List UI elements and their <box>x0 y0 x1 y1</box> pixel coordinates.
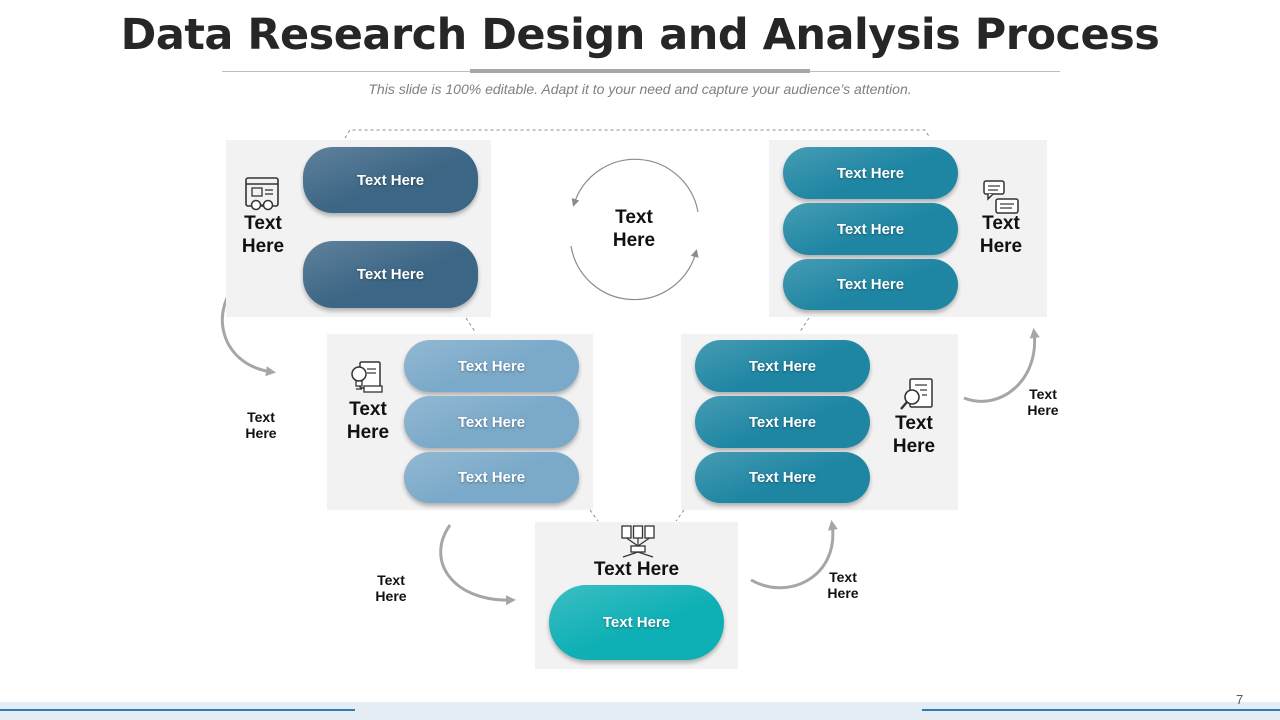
footer-accent-right <box>922 709 1280 711</box>
side-label-line1: Text <box>377 572 405 588</box>
side-label-line2: Here <box>375 588 407 604</box>
step-pill[interactable]: Text Here <box>695 452 870 503</box>
title-divider-accent <box>470 69 810 73</box>
panel-bottom-label: Text Here <box>593 559 680 580</box>
panel-mid-right-label-line1: Text <box>895 413 933 434</box>
panel-top-left-label-line1: Text <box>244 213 282 234</box>
step-pill[interactable]: Text Here <box>404 396 579 448</box>
footer-accent-left <box>0 709 355 711</box>
step-pill[interactable]: Text Here <box>783 147 958 199</box>
panel-mid-left-label-line2: Here <box>346 422 390 443</box>
side-label-left-lower: Text Here <box>362 572 420 604</box>
panel-mid-left-label-line1: Text <box>349 399 387 420</box>
panel-top-right-label-line2: Here <box>979 236 1023 257</box>
step-pill[interactable]: Text Here <box>695 396 870 448</box>
web-analytics-icon <box>245 177 279 211</box>
panel-top-right-label-line1: Text <box>982 213 1020 234</box>
side-label-line1: Text <box>1029 386 1057 402</box>
side-label-line1: Text <box>829 569 857 585</box>
panel-top-right-label: Text Here <box>970 212 1032 258</box>
side-label-left-upper: Text Here <box>232 409 290 441</box>
center-cycle-label: Text Here <box>594 206 674 252</box>
step-pill[interactable]: Text Here <box>303 147 478 213</box>
panel-mid-right-label: Text Here <box>882 412 946 458</box>
step-pill[interactable]: Text Here <box>549 585 724 660</box>
step-pill[interactable]: Text Here <box>695 340 870 392</box>
side-label-right-lower: Text Here <box>814 569 872 601</box>
slide-subtitle: This slide is 100% editable. Adapt it to… <box>368 81 912 97</box>
page-number: 7 <box>1236 692 1244 707</box>
footer-band <box>0 702 1280 720</box>
panel-mid-right-label-line2: Here <box>892 436 936 457</box>
side-label-line1: Text <box>247 409 275 425</box>
panel-top-left-label-line2: Here <box>241 236 285 257</box>
step-pill[interactable]: Text Here <box>783 259 958 310</box>
step-pill[interactable]: Text Here <box>404 452 579 503</box>
center-label-line2: Here <box>612 230 656 251</box>
panel-mid-left-label: Text Here <box>336 398 400 444</box>
side-label-line2: Here <box>827 585 859 601</box>
chat-bubbles-icon <box>983 180 1019 214</box>
side-label-line2: Here <box>1027 402 1059 418</box>
step-pill[interactable]: Text Here <box>303 241 478 308</box>
slide-title: Data Research Design and Analysis Proces… <box>120 10 1160 60</box>
data-network-icon <box>621 525 655 558</box>
idea-document-icon <box>351 361 383 393</box>
center-label-line1: Text <box>615 207 653 228</box>
step-pill[interactable]: Text Here <box>783 203 958 255</box>
side-label-line2: Here <box>245 425 277 441</box>
side-label-right-upper: Text Here <box>1014 386 1072 418</box>
document-search-icon <box>900 378 933 410</box>
step-pill[interactable]: Text Here <box>404 340 579 392</box>
panel-top-left-label: Text Here <box>232 212 294 258</box>
